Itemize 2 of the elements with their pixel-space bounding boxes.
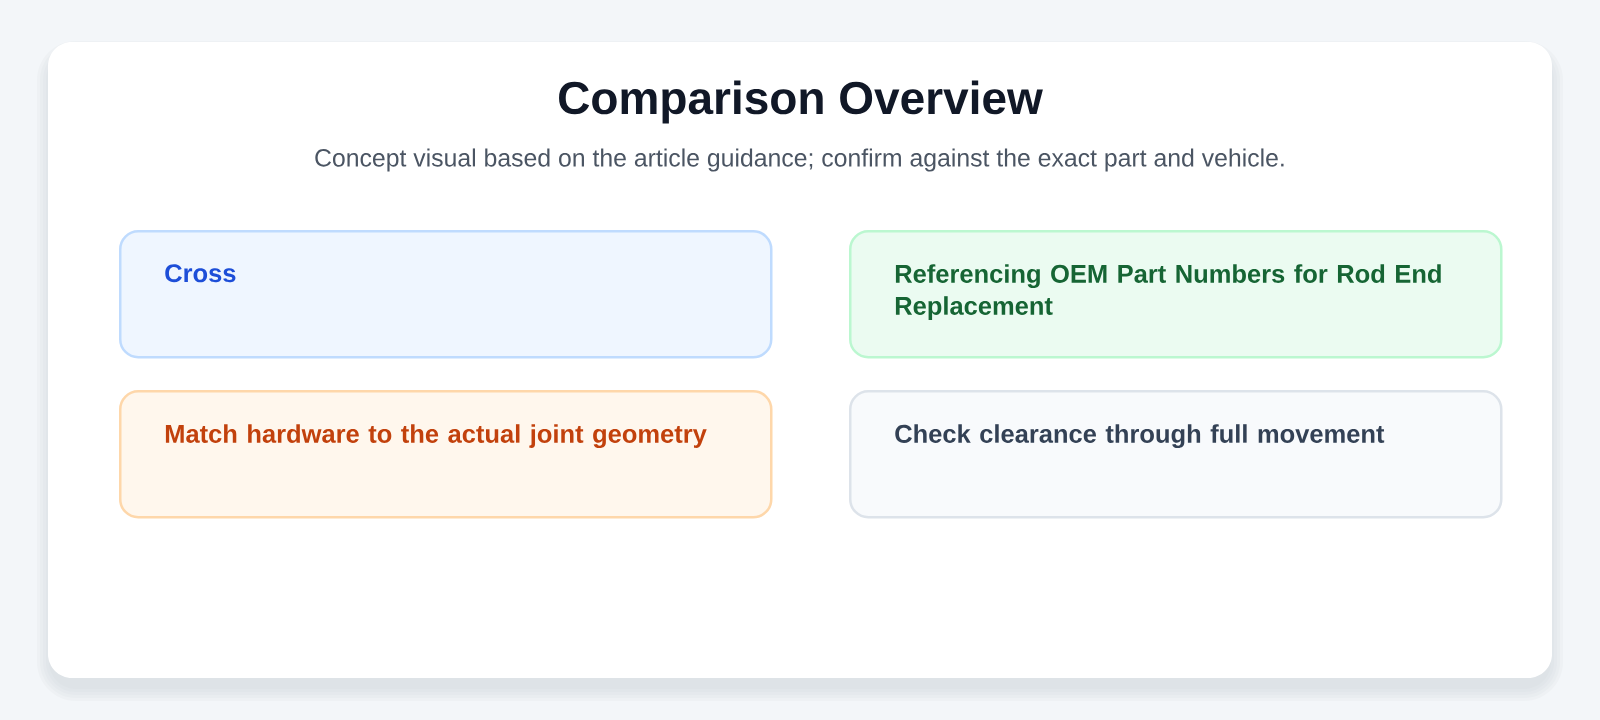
subtitle: Concept visual based on the article guidance; confirm against the exact part and vehicle.: [315, 148, 1284, 172]
title: Comparison Overview: [559, 80, 1043, 124]
